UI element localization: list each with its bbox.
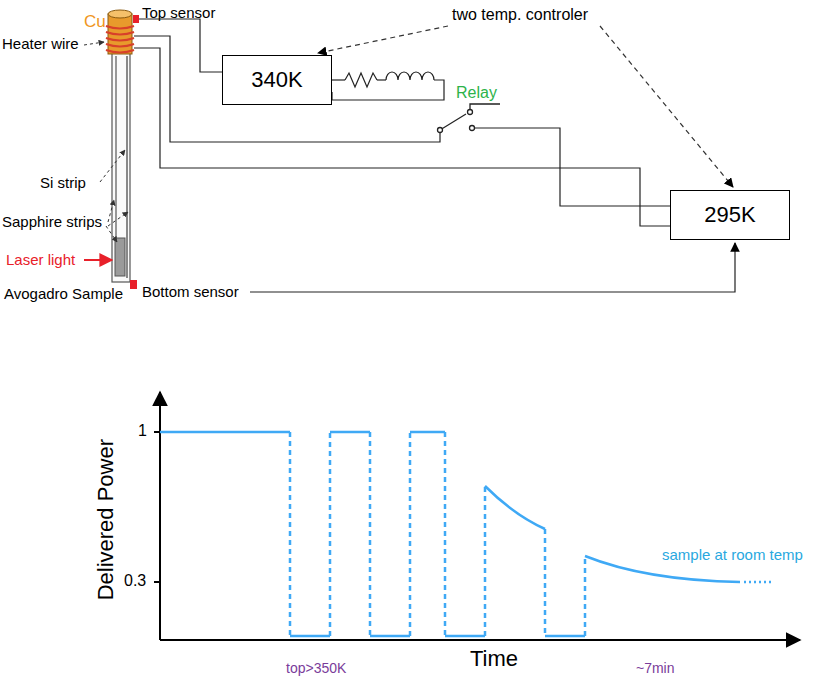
controller-label: 340K <box>251 67 302 93</box>
leader-lines <box>84 42 128 242</box>
annotation-label: Laser light <box>6 251 75 268</box>
top-sensor <box>133 15 139 23</box>
annotation-label: Relay <box>456 84 497 102</box>
annotation-label: Bottom sensor <box>142 283 239 300</box>
annotation-label: Si strip <box>40 174 86 191</box>
annotation-label: Sapphire strips <box>2 213 102 230</box>
annotation-label: sample at room temp <box>662 546 803 563</box>
annotation-label: ~7min <box>636 660 675 676</box>
annotation-label: top>350K <box>286 660 346 676</box>
controller-box: 340K <box>222 55 332 105</box>
chart-axes <box>154 392 800 640</box>
resistor-symbol <box>345 73 377 87</box>
avogadro-sample <box>115 238 125 276</box>
bottom-sensor <box>130 280 137 289</box>
annotation-label: Delivered Power <box>93 439 118 600</box>
controller-label: 295K <box>704 202 755 228</box>
annotation-label: Top sensor <box>142 4 215 21</box>
controller-pointers <box>318 26 733 187</box>
annotation-label: two temp. controler <box>452 6 588 24</box>
relay-coil <box>386 72 434 80</box>
heater-coil <box>106 26 134 53</box>
annotation-label: 1 <box>138 422 147 440</box>
annotation-label: Avogadro Sample <box>4 285 123 302</box>
annotation-label: Cu <box>84 12 106 32</box>
controller-box: 295K <box>670 190 790 240</box>
annotation-label: 0.3 <box>124 572 146 590</box>
sample-tube <box>112 52 130 282</box>
wires <box>134 19 735 292</box>
relay-switch <box>438 104 501 133</box>
annotation-label: Heater wire <box>2 35 79 52</box>
power-trace <box>160 432 772 636</box>
laser-arrow <box>84 259 112 261</box>
annotation-label: Time <box>470 646 518 671</box>
